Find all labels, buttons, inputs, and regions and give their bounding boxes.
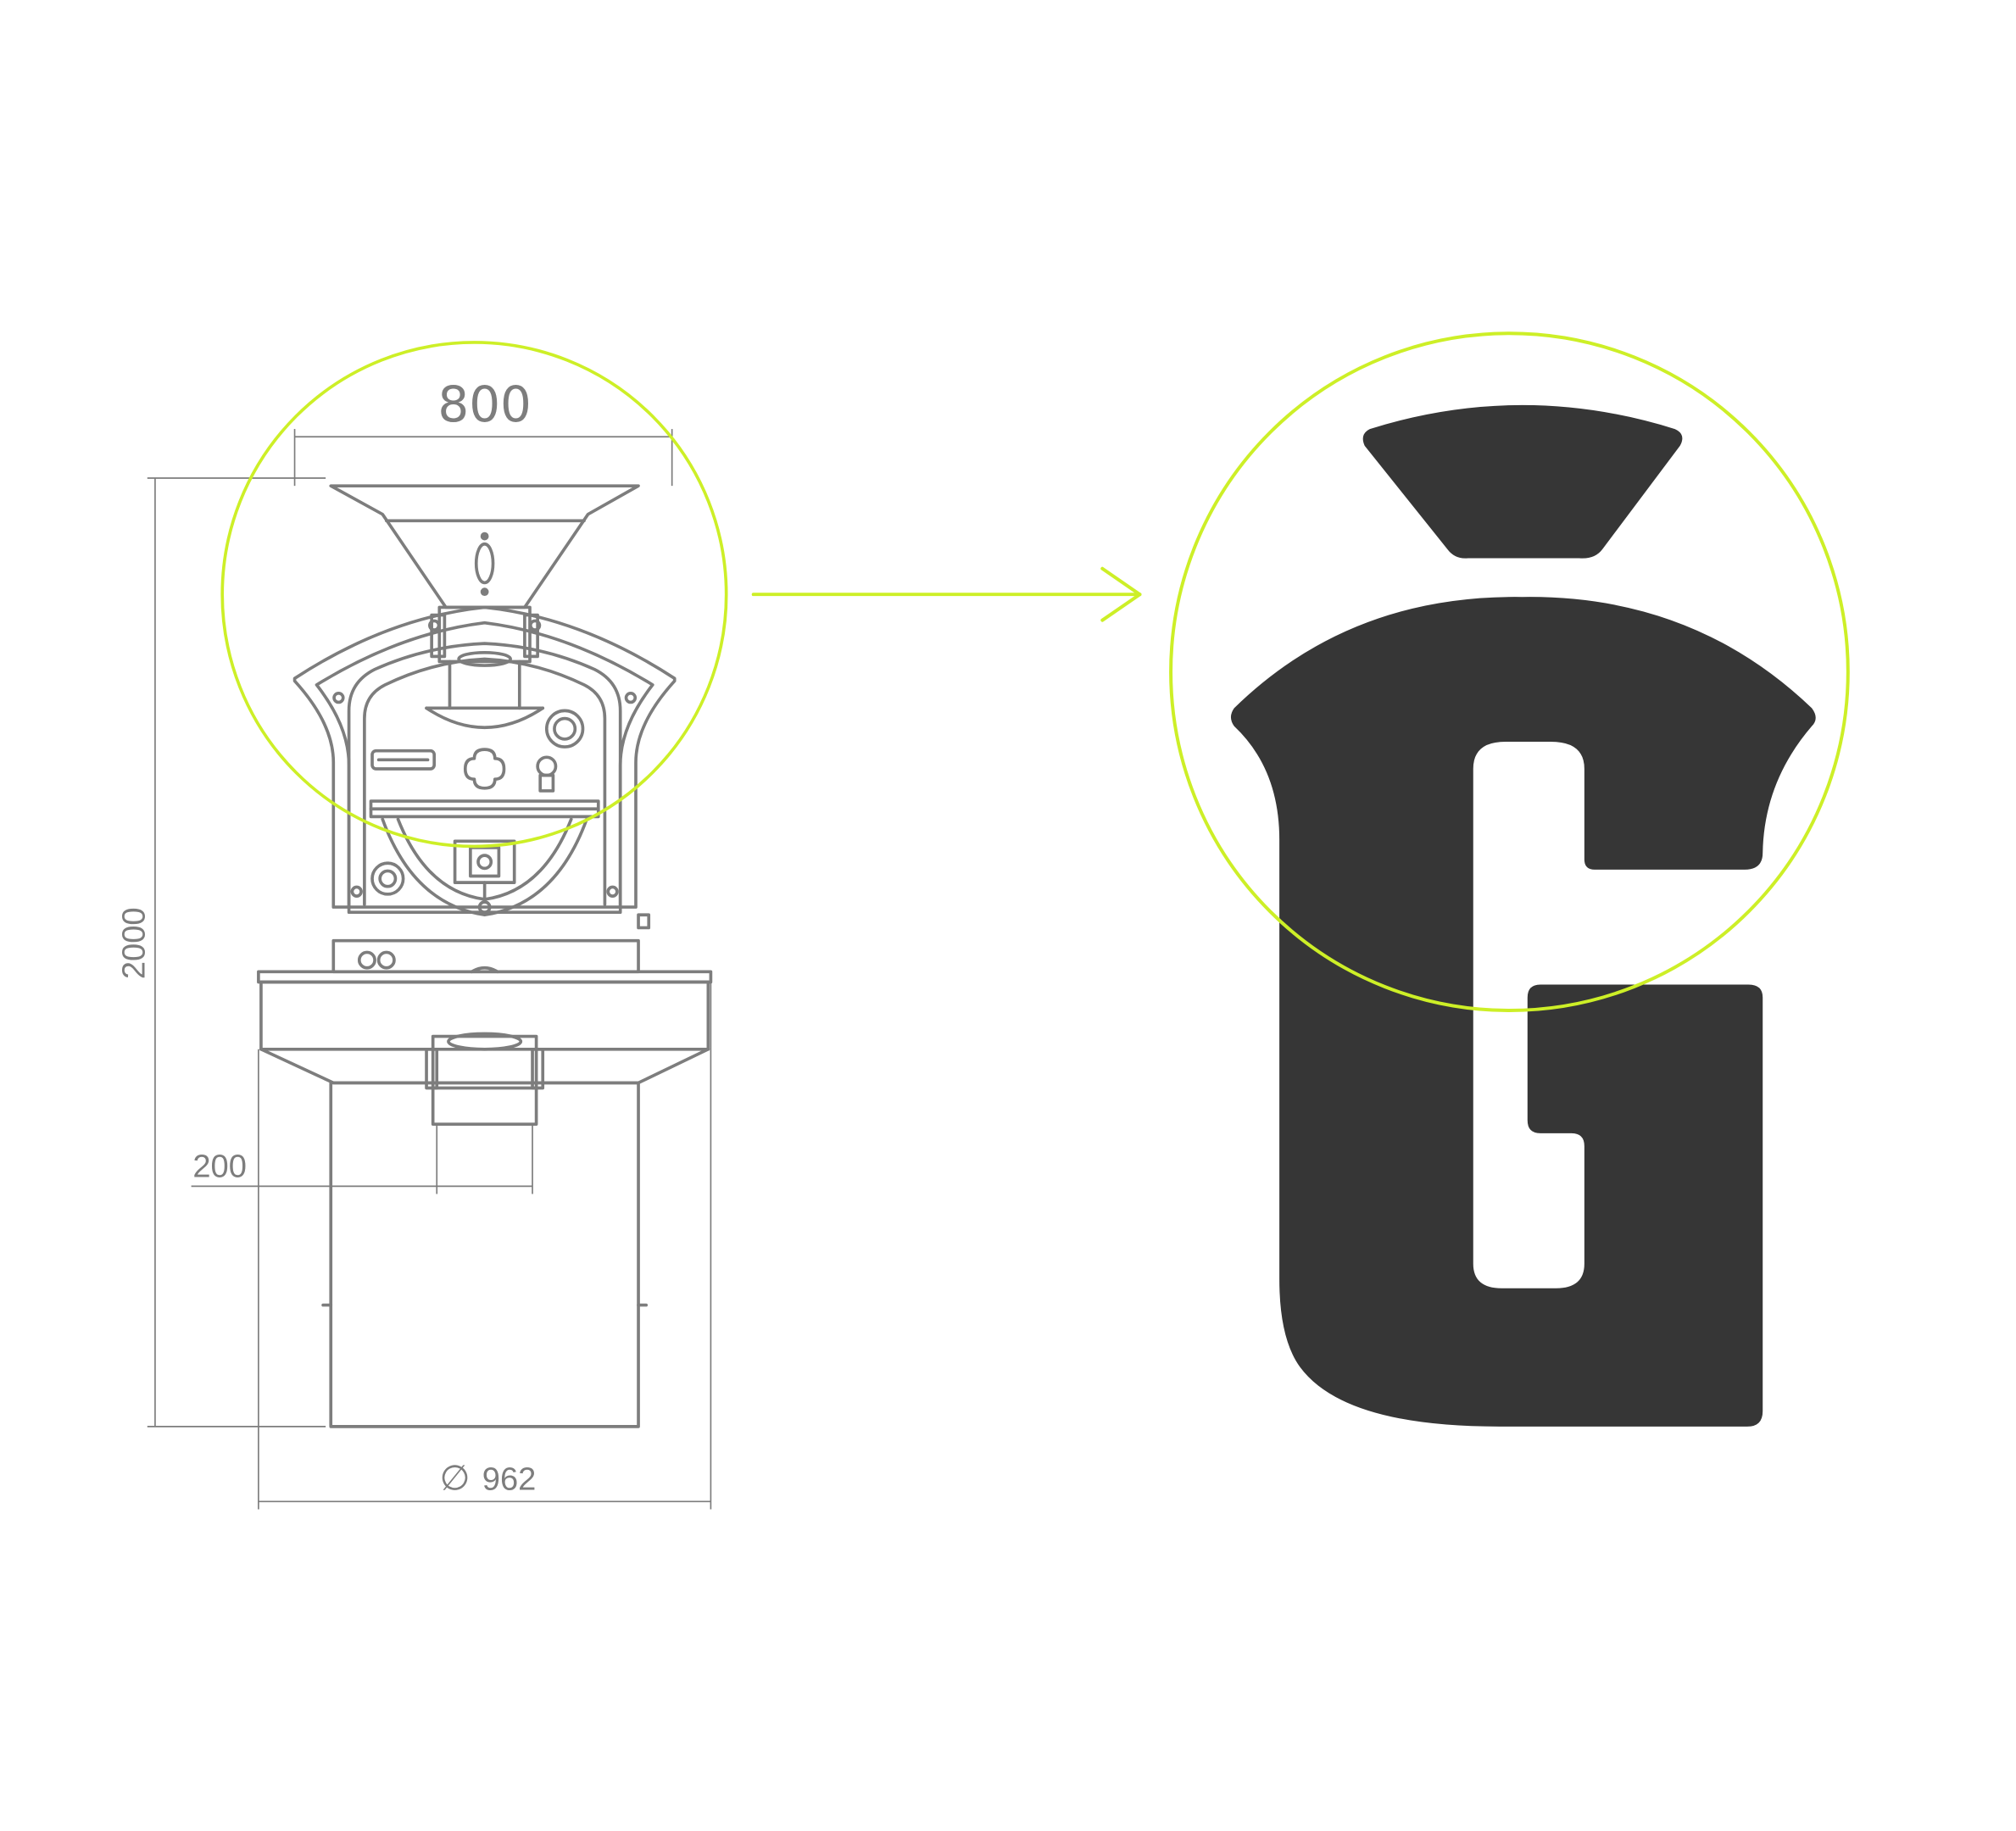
diameter-symbol: ∅ xyxy=(440,1459,471,1498)
sight-glass xyxy=(474,542,495,585)
drum xyxy=(381,817,588,917)
highlight-circle-right xyxy=(1169,331,1850,1013)
dim-label-962: 962 xyxy=(482,1462,537,1498)
fan xyxy=(370,861,405,896)
dim-label-200: 200 xyxy=(192,1149,247,1185)
dim-label-2000: 2000 xyxy=(117,907,153,979)
roaster-body xyxy=(292,605,677,909)
logo-g-body xyxy=(1230,597,1816,1427)
gauge xyxy=(544,709,585,749)
highlight-circle-left xyxy=(220,341,728,849)
nameplate xyxy=(370,749,437,771)
outlet-box xyxy=(431,1034,538,1127)
dimension-lines xyxy=(147,429,712,1510)
logo-g-mark-icon xyxy=(1230,404,1816,1427)
front-panel xyxy=(347,642,622,915)
arrow-right-icon xyxy=(751,566,1142,622)
dim-label-800: 800 xyxy=(437,376,532,433)
logo-cap xyxy=(1362,404,1683,559)
stand xyxy=(329,1081,640,1428)
center-valve xyxy=(463,748,506,790)
roaster-drawing xyxy=(257,484,713,1428)
